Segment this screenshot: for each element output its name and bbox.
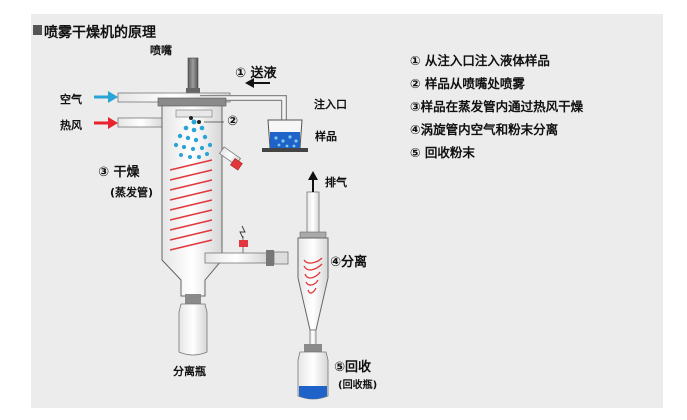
exhaust-label: 排气 (325, 176, 347, 189)
diagram-title: 喷雾干燥机的原理 (44, 25, 156, 41)
step-item: ② 样品从喷嘴处喷雾 (410, 76, 525, 91)
nozzle-tip-icon (189, 116, 193, 120)
step2-tag: ② (227, 114, 239, 129)
exhaust-arrow-icon (308, 171, 318, 192)
step5-sub-label: (回收瓶) (338, 380, 378, 391)
step1-tag: ① 送液 (235, 66, 277, 81)
step-item: ③样品在蒸发管内通过热风干燥 (410, 99, 584, 114)
step3-sub-label: (蒸发管) (110, 186, 154, 199)
temperature-port (218, 146, 243, 171)
cyclone-separator (297, 191, 329, 347)
step-item: ⑤ 回收粉末 (410, 145, 475, 160)
step-item: ① 从注入口注入液体样品 (410, 53, 550, 68)
separation-bottle-label: 分离瓶 (173, 365, 206, 378)
air-label: 空气 (60, 93, 82, 106)
spray-droplets-icon (173, 119, 213, 159)
sample-label: 样品 (315, 130, 337, 143)
air-arrow-icon (94, 91, 118, 103)
connecting-pipe (204, 225, 289, 266)
inlet-label: 注入口 (314, 98, 347, 111)
nozzle-tip-icon (197, 120, 201, 124)
nozzle (186, 57, 200, 94)
hot-air-label: 热风 (60, 119, 82, 132)
feed-arrow-icon (245, 78, 270, 88)
sample-beaker (262, 119, 308, 152)
evaporation-tube (157, 97, 227, 297)
diagram-panel (31, 14, 663, 408)
heater-coil-icon (169, 159, 213, 251)
step5-tag: ⑤回收 (334, 360, 372, 375)
step-list: ① 从注入口注入液体样品 ② 样品从喷嘴处喷雾 ③样品在蒸发管内通过热风干燥 ④… (410, 49, 583, 164)
separation-bottle (178, 294, 208, 356)
step3-tag: ③ 干燥 (98, 165, 140, 180)
feed-tube (200, 95, 287, 130)
step4-tag: ④分离 (330, 255, 368, 270)
title-marker-icon (33, 25, 42, 35)
step-item: ④涡旋管内空气和粉末分离 (410, 122, 559, 137)
nozzle-label: 喷嘴 (150, 44, 172, 57)
collection-bottle (297, 344, 329, 400)
hot-air-arrow-icon (94, 117, 118, 129)
